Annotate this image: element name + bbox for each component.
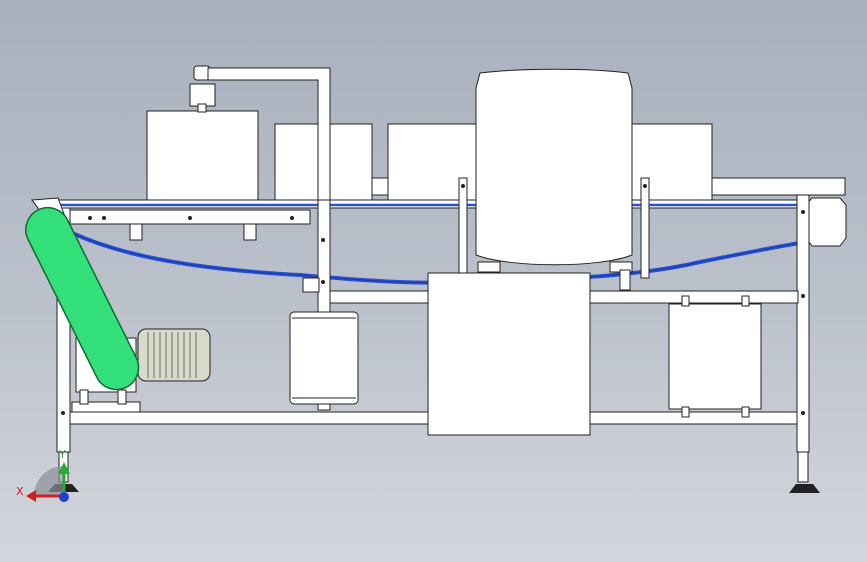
bracket xyxy=(129,223,143,241)
support-post xyxy=(458,177,468,279)
top-motor-shaft xyxy=(197,103,207,113)
motor-fins xyxy=(147,332,197,378)
bolt xyxy=(461,184,465,188)
leveling-foot-right xyxy=(789,451,820,493)
hopper-tank xyxy=(475,68,633,266)
bolt xyxy=(801,210,805,214)
bolt xyxy=(61,411,65,415)
drive-base xyxy=(71,401,141,413)
bolt xyxy=(801,294,805,298)
bolt xyxy=(643,184,647,188)
gearbox-foot xyxy=(117,389,127,405)
bolt xyxy=(801,411,805,415)
box-clip xyxy=(741,295,750,307)
bolt xyxy=(102,216,106,220)
tab xyxy=(302,277,320,293)
y-axis-label: Y xyxy=(58,448,66,461)
x-axis-label: X xyxy=(16,485,24,498)
bolt xyxy=(88,216,92,220)
axis-triad: X Y xyxy=(16,448,70,502)
bolt xyxy=(290,216,294,220)
drive-motor xyxy=(137,328,211,382)
bolt xyxy=(321,280,325,284)
box-clip xyxy=(681,295,690,307)
box-clip xyxy=(741,406,750,418)
inclined-conveyor xyxy=(25,197,140,391)
support-post xyxy=(640,177,650,279)
tank-foot xyxy=(619,269,631,291)
gearbox-foot xyxy=(79,389,89,405)
top-motor-body xyxy=(189,83,216,107)
box-clip xyxy=(681,406,690,418)
gearbox-housing xyxy=(146,110,259,202)
bolt xyxy=(188,216,192,220)
right-end-roller xyxy=(805,197,847,247)
filter-cylinder xyxy=(289,311,359,405)
bracket xyxy=(243,223,257,241)
control-box xyxy=(668,303,762,410)
tank-outlet xyxy=(477,261,501,273)
bolt xyxy=(321,238,325,242)
central-cabinet xyxy=(427,272,591,436)
